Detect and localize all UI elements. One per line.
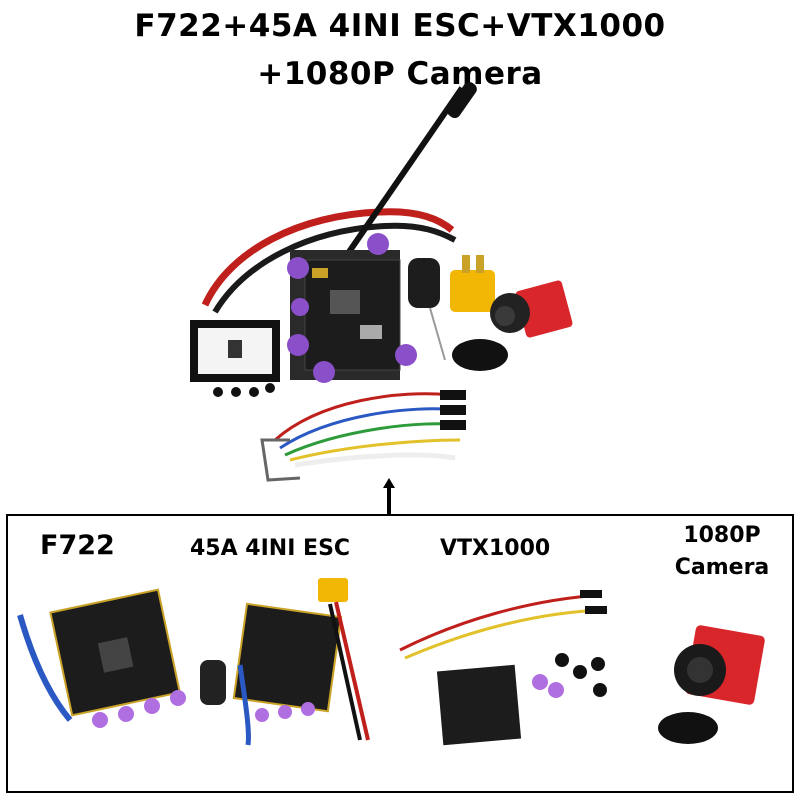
- xt60-connector: [450, 255, 495, 312]
- hex-key: [260, 438, 301, 482]
- vtx-board: [399, 590, 607, 746]
- title-line-1: F722+45A 4INI ESC+VTX1000: [134, 8, 666, 44]
- label-esc: 45A 4INI ESC: [190, 536, 351, 561]
- components-panel: [6, 514, 794, 793]
- osd-board: [190, 320, 280, 397]
- label-f722: F722: [40, 530, 115, 561]
- label-camera: 1080P Camera: [674, 523, 770, 580]
- title-line-2: +1080P Camera: [257, 56, 543, 92]
- camera-1080p: [658, 625, 765, 744]
- capacitor: [408, 258, 446, 361]
- vtx-antenna: [337, 86, 465, 267]
- label-vtx: VTX1000: [440, 536, 551, 561]
- f722-board: [17, 588, 186, 728]
- camera: [452, 280, 573, 371]
- flight-stack: [287, 233, 417, 383]
- power-wire-red: [201, 208, 455, 307]
- power-wire-black: [212, 222, 457, 314]
- arrow-up-icon: [383, 478, 395, 514]
- cable-bundle: [274, 390, 466, 468]
- esc-board: [200, 578, 370, 746]
